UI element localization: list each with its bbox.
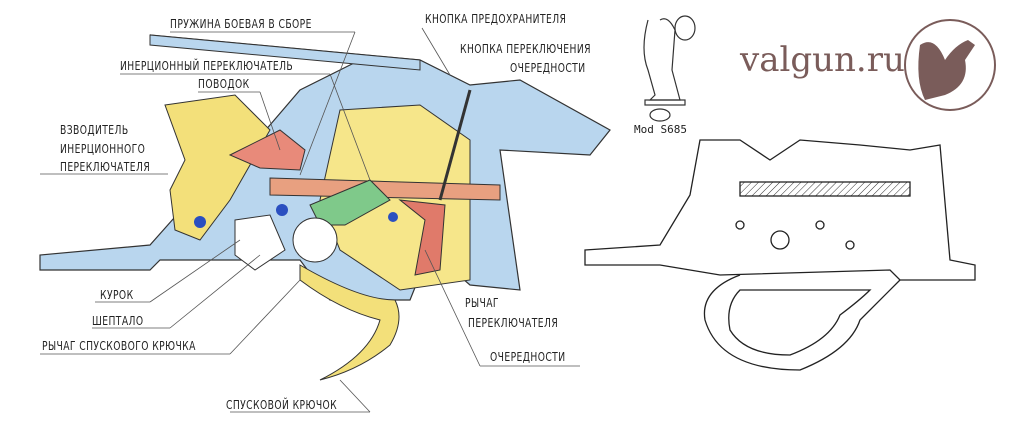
selector-lever [398, 199, 446, 276]
label-selector-lever-2: ПЕРЕКЛЮЧАТЕЛЯ [468, 316, 559, 330]
hammer-disk [292, 217, 338, 263]
top-strap [149, 34, 421, 71]
label-selector-lever-1: РЫЧАГ [465, 296, 499, 310]
grouse-logo [904, 19, 996, 111]
angel-logo [643, 15, 696, 122]
label-trigger-lever: РЫЧАГ СПУСКОВОГО КРЮЧКА [42, 339, 196, 353]
label-trigger: СПУСКОВОЙ КРЮЧОК [226, 398, 338, 412]
trigger-shape [299, 264, 400, 381]
inertia-switch [228, 129, 306, 171]
leader-lines [40, 27, 580, 413]
label-leash: ПОВОДОК [198, 77, 250, 91]
label-sear: ШЕПТАЛО [92, 314, 144, 328]
label-cocker-3: ПЕРЕКЛЮЧАТЕЛЯ [60, 160, 151, 174]
pin [276, 204, 288, 216]
label-hammer: КУРОК [100, 288, 134, 302]
label-selector-button-1: КНОПКА ПЕРЕКЛЮЧЕНИЯ [460, 42, 591, 56]
label-selector-lever-3: ОЧЕРЕДНОСТИ [490, 350, 566, 364]
label-mainspring: ПРУЖИНА БОЕВАЯ В СБОРЕ [170, 17, 312, 31]
outline-trigger-diagram [584, 139, 976, 371]
label-selector-button-2: ОЧЕРЕДНОСТИ [510, 61, 586, 75]
pin [194, 216, 206, 228]
sear-part [234, 214, 286, 271]
model-label: Mod S685 [634, 123, 687, 136]
label-inertia-switch: ИНЕРЦИОННЫЙ ПЕРЕКЛЮЧАТЕЛЬ [120, 59, 294, 73]
label-cocker-1: ВЗВОДИТЕЛЬ [60, 123, 129, 137]
brand-logo-text: valgun.ru [740, 40, 905, 80]
cocker-plate [164, 94, 271, 241]
safety-rod [438, 89, 472, 201]
pin [388, 212, 398, 222]
label-cocker-2: ИНЕРЦИОННОГО [60, 142, 146, 156]
label-safety-button: КНОПКА ПРЕДОХРАНИТЕЛЯ [425, 12, 567, 26]
